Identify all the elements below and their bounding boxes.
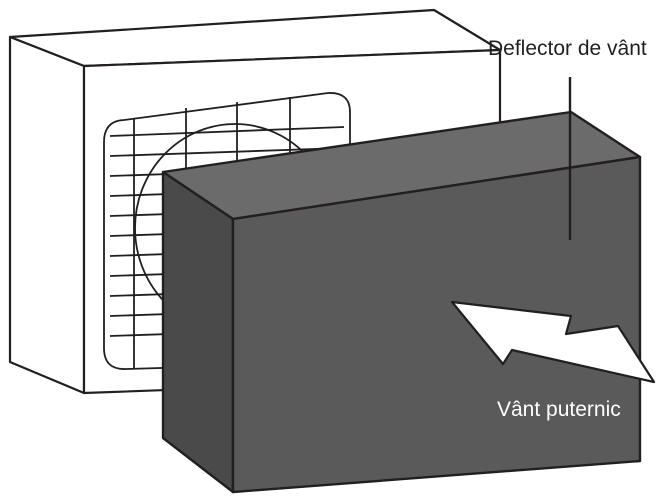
wind-arrow-icon	[450, 300, 656, 384]
outdoor-unit-side	[8, 35, 86, 395]
deflector-label: Deflector de vânt	[488, 37, 647, 60]
deflector-side	[161, 170, 235, 494]
wind-label: Vânt puternic	[497, 398, 621, 421]
deflector-front	[231, 155, 642, 494]
wind-deflector	[161, 110, 642, 494]
